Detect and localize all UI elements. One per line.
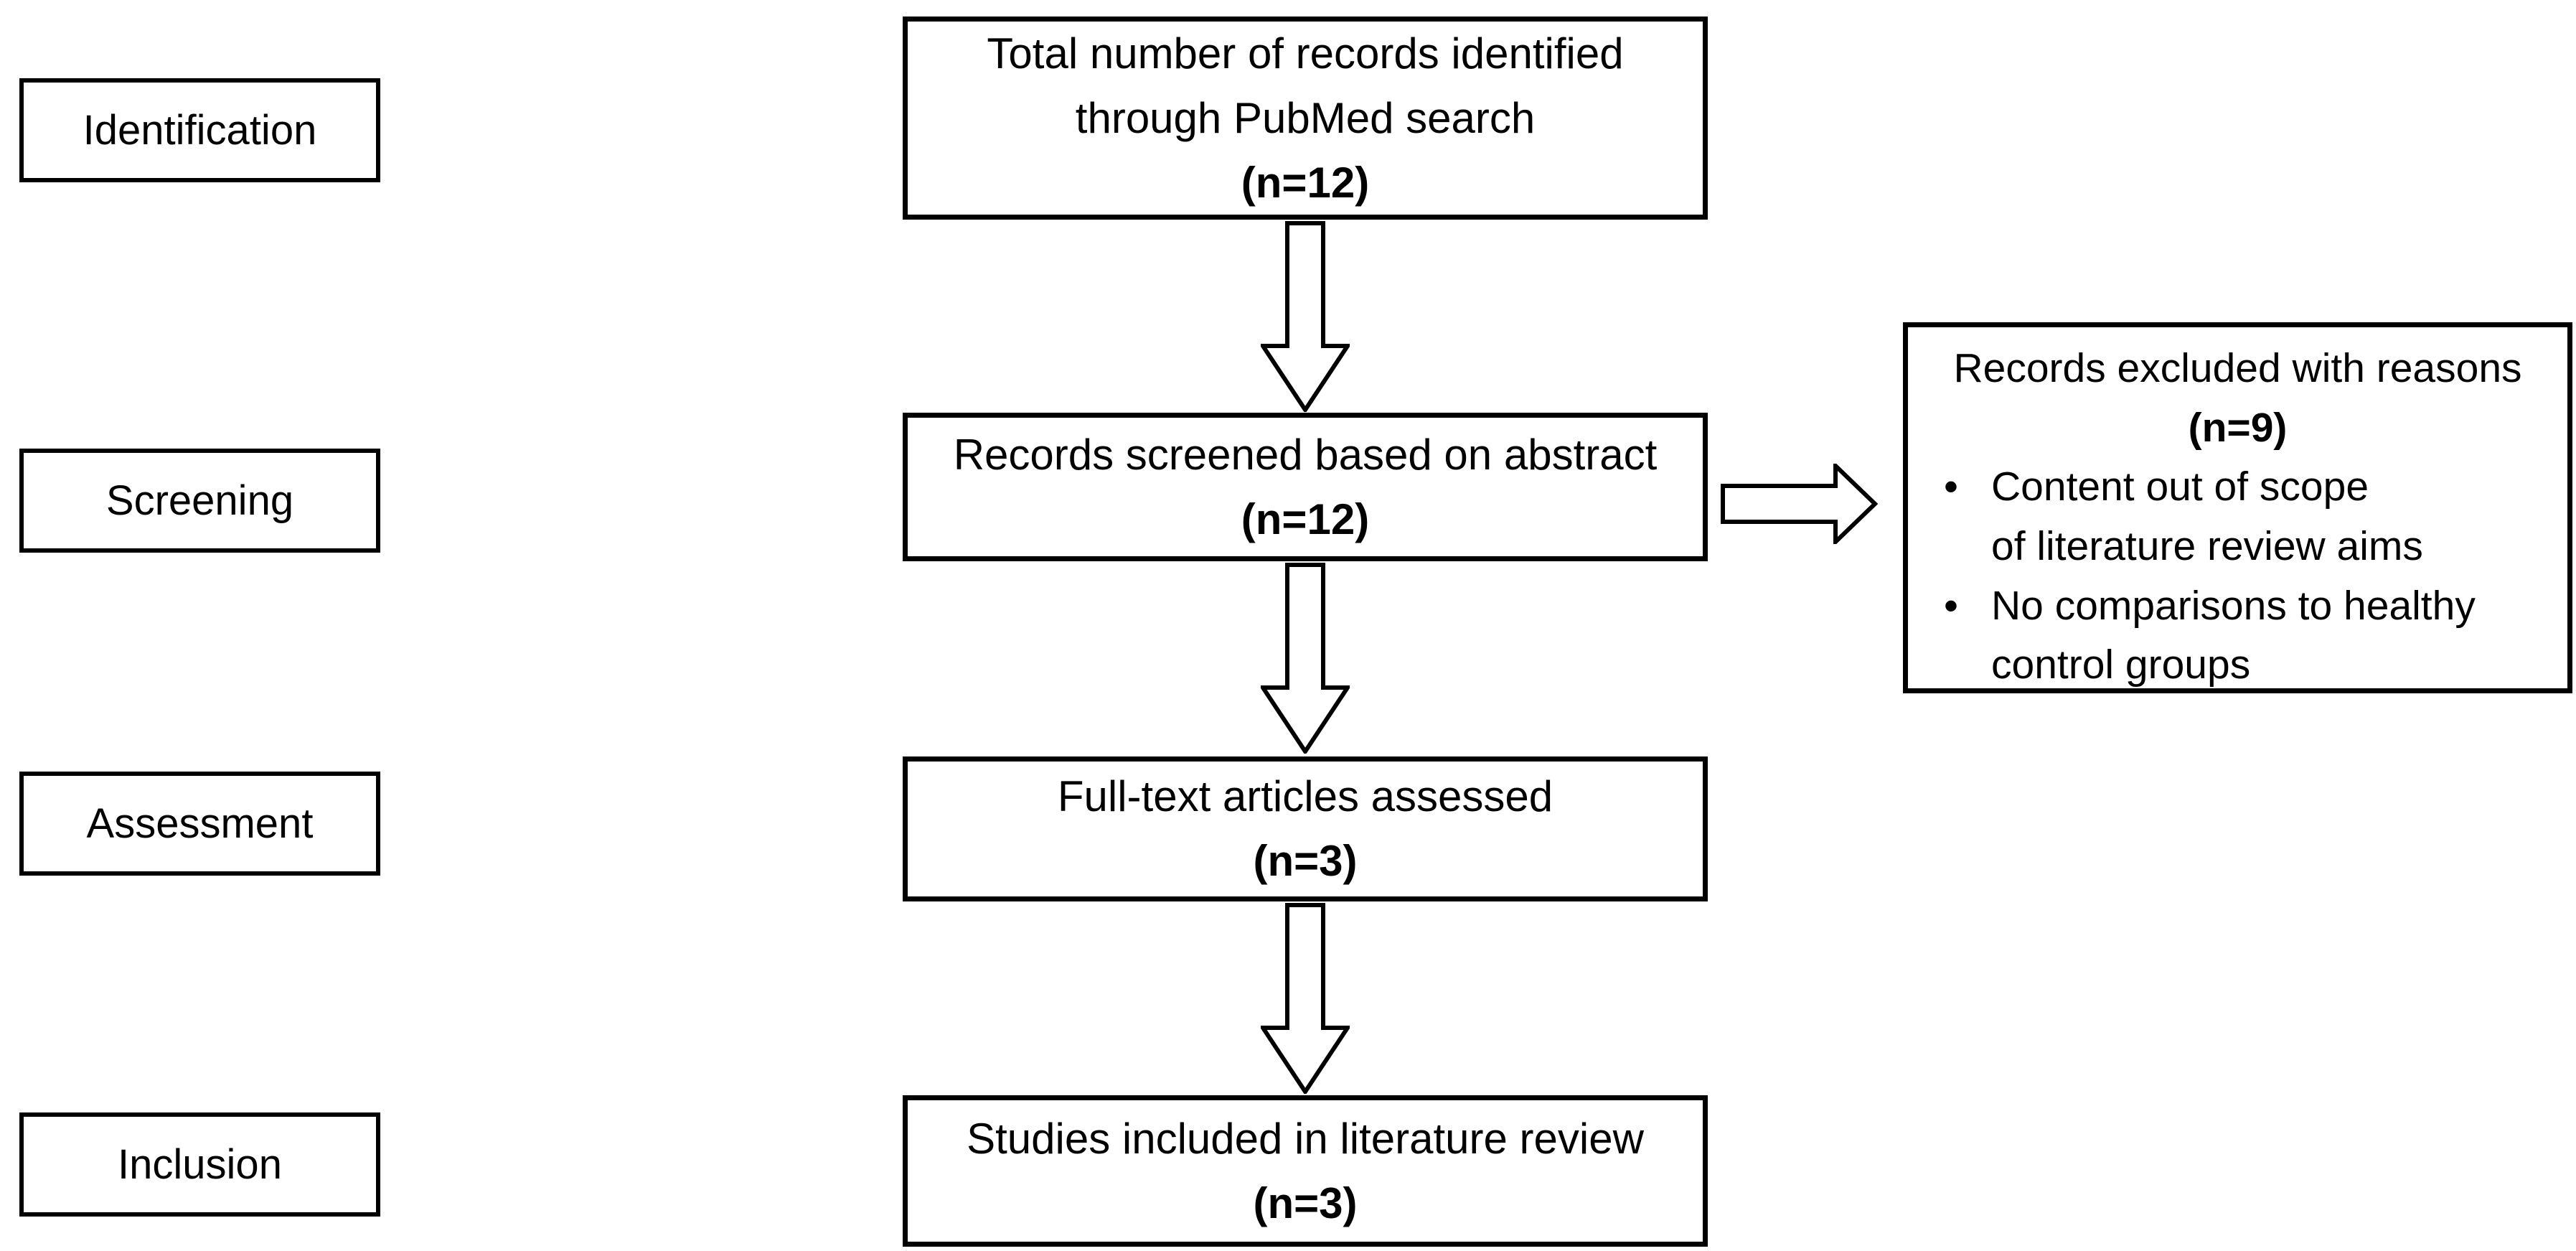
exclusion-count: (n=9) xyxy=(2188,404,2288,451)
stage-label-inclusion-text: Inclusion xyxy=(118,1141,282,1188)
flow-box-line: through PubMed search xyxy=(1075,93,1536,142)
flow-box-studies-included: Studies included in literature review (n… xyxy=(903,1095,1708,1247)
flow-box-count: (n=3) xyxy=(1253,1179,1358,1227)
stage-label-identification-text: Identification xyxy=(83,107,317,154)
bullet-marker: • xyxy=(1944,582,1958,629)
bullet-line: of literature review aims xyxy=(1991,523,2423,569)
flow-box-line: Records screened based on abstract xyxy=(953,430,1658,479)
flow-box-fulltext-assessed: Full-text articles assessed (n=3) xyxy=(903,756,1708,901)
flow-box-line: Studies included in literature review xyxy=(967,1114,1644,1163)
bullet-line: control groups xyxy=(1991,642,2251,688)
flow-box-count: (n=3) xyxy=(1253,837,1358,885)
stage-label-screening-text: Screening xyxy=(105,477,294,524)
bullet-text: No comparisons to healthy control groups xyxy=(1991,576,2550,695)
flow-box-count: (n=12) xyxy=(1241,495,1370,543)
stage-label-screening: Screening xyxy=(19,449,380,553)
down-arrow xyxy=(1261,563,1350,754)
stage-label-identification: Identification xyxy=(19,78,380,182)
exclusion-box: Records excluded with reasons (n=9) • Co… xyxy=(1903,322,2572,693)
stage-label-assessment-text: Assessment xyxy=(86,800,314,847)
stage-label-inclusion: Inclusion xyxy=(19,1112,380,1217)
flow-box-records-identified: Total number of records identified throu… xyxy=(903,17,1708,220)
exclusion-title: Records excluded with reasons xyxy=(1953,345,2522,391)
flow-box-line: Full-text articles assessed xyxy=(1057,772,1553,820)
bullet-marker: • xyxy=(1944,464,1958,510)
bullet-item: • Content out of scope of literature rev… xyxy=(1925,457,2550,576)
down-arrow xyxy=(1261,903,1350,1094)
bullet-text: Content out of scope of literature revie… xyxy=(1991,457,2550,576)
flow-box-count: (n=12) xyxy=(1241,158,1370,207)
stage-label-assessment: Assessment xyxy=(19,772,380,876)
down-arrow xyxy=(1261,221,1350,412)
bullet-line: No comparisons to healthy xyxy=(1991,582,2476,629)
bullet-line: Content out of scope xyxy=(1991,464,2369,510)
bullet-item: • No comparisons to healthy control grou… xyxy=(1925,576,2550,695)
flow-box-line: Total number of records identified xyxy=(987,29,1624,78)
right-arrow xyxy=(1721,464,1879,544)
flow-box-records-screened: Records screened based on abstract (n=12… xyxy=(903,413,1708,561)
